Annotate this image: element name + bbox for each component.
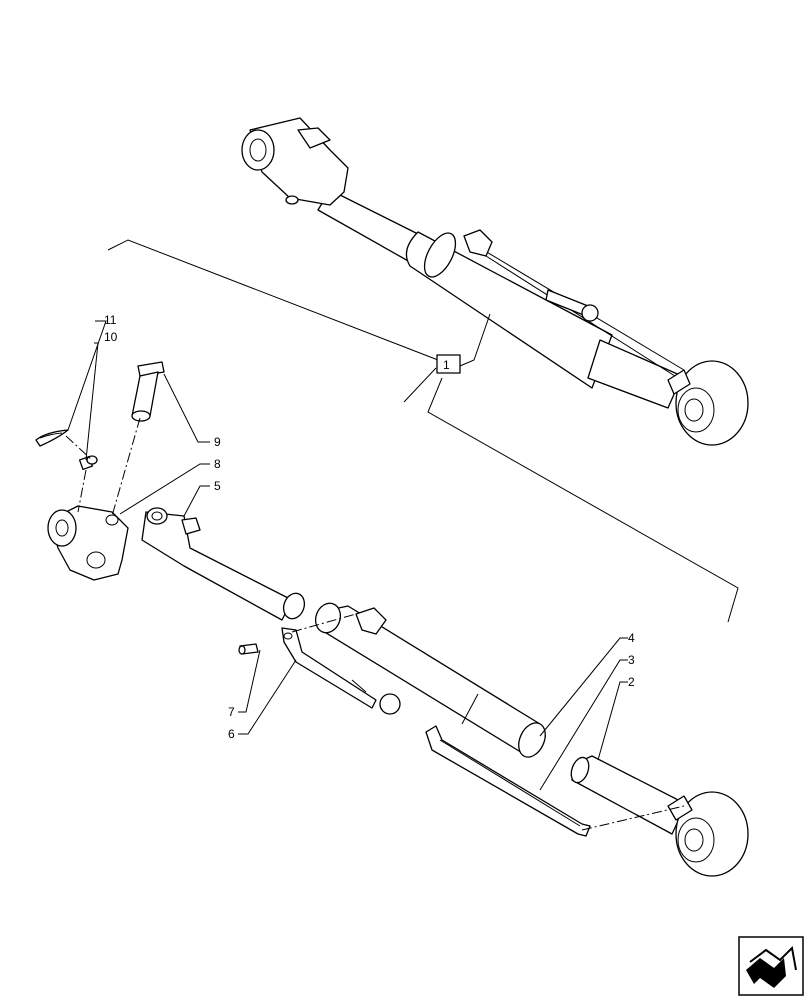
part-5-threaded-rod [141,507,306,621]
alignment-lines [65,417,685,831]
callout-11: 11 [104,313,117,327]
assembly-fork-eye [241,129,275,171]
leader-lines [67,320,628,791]
assembly-bracket-lines: 1 [107,239,739,623]
part-11-r-clip [35,429,69,447]
callout-1: 1 [443,358,450,372]
part-9-pin [131,361,165,422]
assembly-lever-knob [581,304,599,322]
assembly-main-tube [405,231,613,389]
callout-6: 6 [228,727,235,741]
assembled-top-link [241,117,749,446]
callout-5: 5 [214,479,221,493]
assembly-bracket [463,229,493,257]
part-2-inner-tube-ball-end [570,755,749,877]
callout-4: 4 [628,631,635,645]
callout-labels: 11 10 9 8 5 7 6 4 3 2 [104,313,635,741]
assembly-ball-end [675,360,749,446]
callout-10: 10 [104,330,118,344]
part-10-grease-fitting [78,455,98,471]
assembly-inner-tube [587,339,683,409]
callout-8: 8 [214,457,221,471]
assembly-tube-end [423,232,457,278]
callout-2: 2 [628,675,635,689]
part-7-small-pin [238,643,259,655]
part-3-lock-bar [425,725,591,837]
page-navigation-arrow-icon[interactable] [738,936,804,996]
callout-9: 9 [214,435,221,449]
part-8-rear-fork [47,505,129,581]
part-6-lever [281,627,401,715]
part-main-tube [314,602,546,758]
assembly-callout-box [436,354,461,374]
callout-3: 3 [628,653,635,667]
callout-7: 7 [228,705,235,719]
